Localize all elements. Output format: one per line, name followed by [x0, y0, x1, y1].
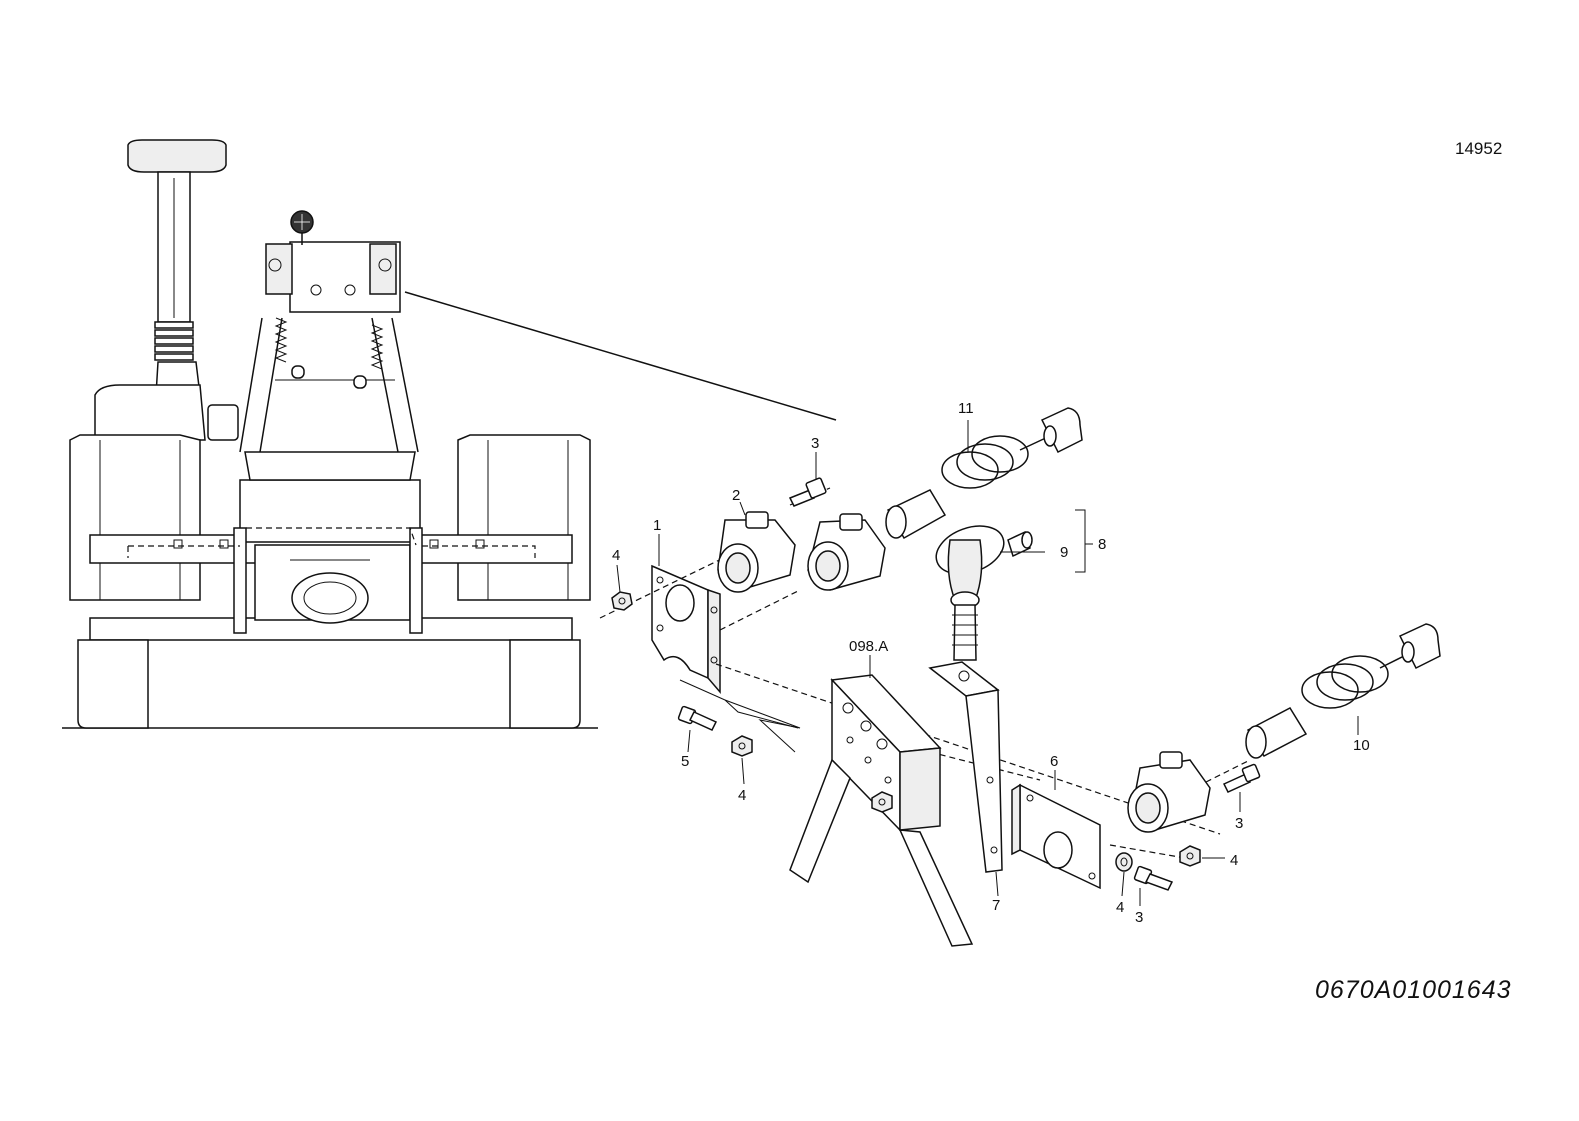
part-7-flat-bar: [928, 661, 1003, 873]
callout-098a: 098.A: [849, 638, 888, 655]
nut-lower-right: [1179, 845, 1201, 867]
tractor-rear-view: [62, 139, 837, 729]
part-2-socket: [717, 511, 796, 593]
callout-9: 9: [1060, 544, 1068, 561]
callout-4-bottom: 4: [1116, 899, 1124, 916]
callout-3-right: 3: [1235, 815, 1243, 832]
bracket-8: [1075, 509, 1086, 573]
callout-7: 7: [992, 897, 1000, 914]
bolt-part-5: [677, 705, 718, 731]
callout-1: 1: [653, 517, 661, 534]
part-10-spiral-cable: [1245, 623, 1441, 759]
washer-lower: [1115, 852, 1133, 872]
callout-3-top: 3: [811, 435, 819, 452]
part-9-pin: [1007, 530, 1033, 558]
part-1-mounting-plate: [651, 564, 721, 695]
callout-10: 10: [1353, 737, 1370, 754]
bolt-top: [788, 477, 827, 507]
callout-5: 5: [681, 753, 689, 770]
nut-part-4-mid: [731, 735, 753, 757]
callout-6: 6: [1050, 753, 1058, 770]
nut-center: [871, 791, 893, 813]
drawing-number: 14952: [1455, 139, 1502, 158]
callout-8: 8: [1098, 536, 1106, 553]
nut-left: [611, 591, 633, 611]
callout-11: 11: [958, 400, 974, 417]
callout-4-mid: 4: [738, 787, 746, 804]
socket-lower-right: [1127, 751, 1211, 833]
part-11-spiral-cable: [885, 407, 1083, 540]
bolt-lower: [1133, 865, 1174, 891]
leader-chevron: [679, 679, 801, 753]
socket-second: [807, 513, 886, 591]
callout-labels: 1 2 3 3 3 4 4 4 4 5 6 7 8 9 10 11 098.A: [612, 400, 1370, 926]
callout-2: 2: [732, 487, 740, 504]
bolt-lower-right: [1222, 763, 1261, 793]
callout-4-right: 4: [1230, 852, 1238, 869]
part-6-plate: [1011, 783, 1101, 890]
callout-leaders: [616, 420, 1359, 906]
part-8-plug: [935, 525, 1005, 661]
callout-4-left: 4: [612, 547, 620, 564]
callout-3-bottom: 3: [1135, 909, 1143, 926]
document-code: 0670A01001643: [1315, 976, 1512, 1004]
